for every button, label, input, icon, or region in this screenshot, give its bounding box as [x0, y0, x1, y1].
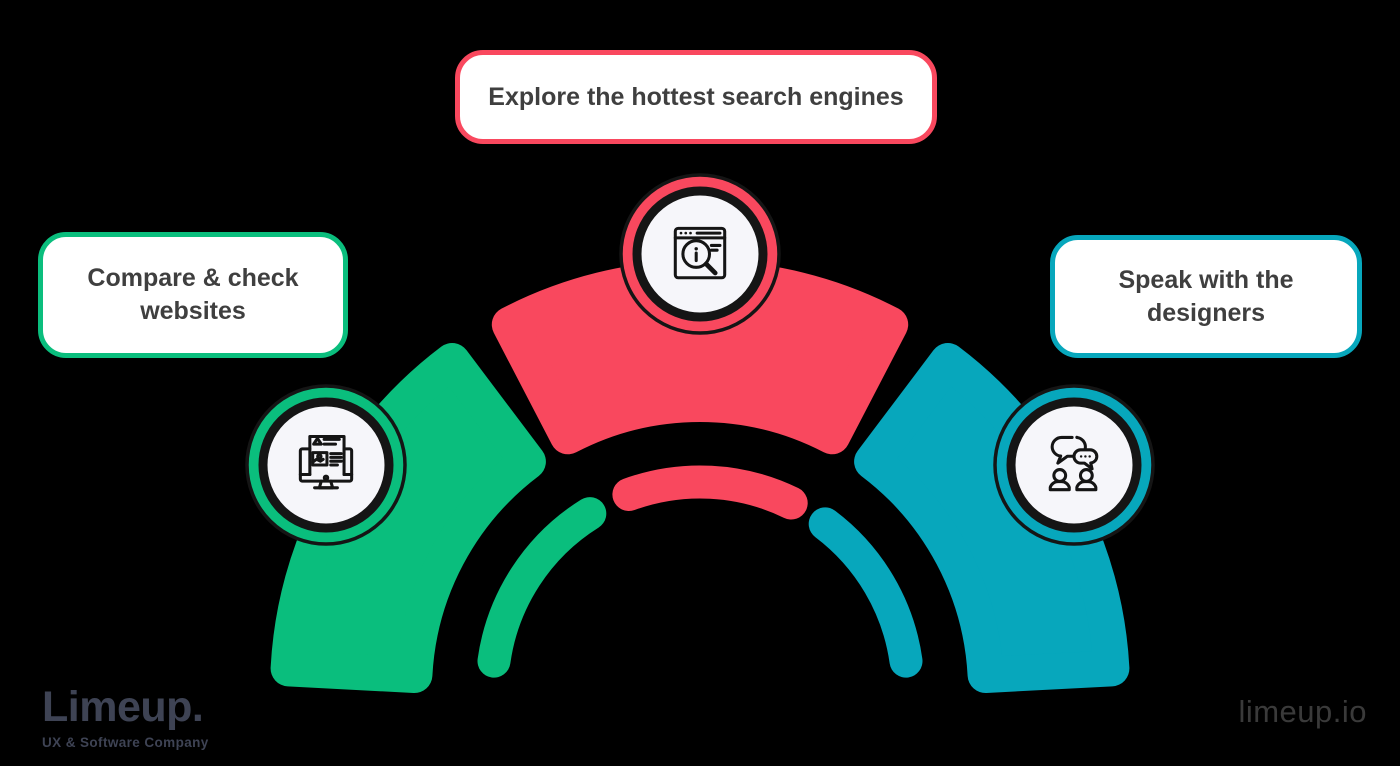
limeup-logo: Limeup.	[42, 683, 204, 731]
callout-speak-designers: Speak with the designers	[1050, 235, 1362, 358]
brand-tagline: UX & Software Company	[42, 735, 209, 750]
designers-chat-icon	[1048, 435, 1099, 492]
browser-search-icon	[673, 226, 727, 280]
website-url: limeup.io	[1238, 694, 1367, 729]
inner-arc-teal	[808, 507, 923, 678]
callout-compare-websites: Compare & check websites	[38, 232, 348, 358]
arc-segment-green	[270, 343, 546, 693]
callout-compare-websites-label: Compare & check websites	[87, 264, 299, 325]
badge-rings	[993, 384, 1155, 546]
badge-speak-designers	[989, 380, 1159, 550]
badge-compare-websites	[241, 380, 411, 550]
brand-block: Limeup. UX & Software Company	[42, 683, 209, 750]
badge-search-engines	[615, 169, 785, 339]
callout-search-engines-label: Explore the hottest search engines	[488, 82, 904, 111]
inner-arc-green	[477, 497, 607, 678]
callout-speak-designers-label: Speak with the designers	[1118, 265, 1294, 327]
website-monitor-icon	[298, 434, 354, 490]
badge-rings	[619, 173, 781, 335]
arc-segment-red	[491, 260, 909, 455]
callout-search-engines: Explore the hottest search engines	[455, 50, 937, 144]
inner-arc-red	[612, 465, 808, 520]
